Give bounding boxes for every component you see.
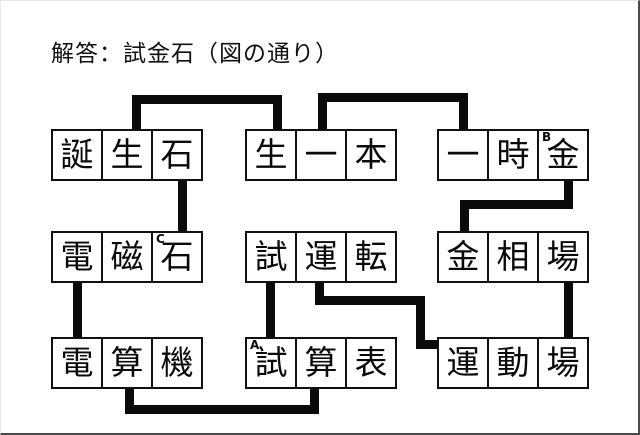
connector-ichi-horz (318, 93, 468, 102)
connector-un-vert-mid (416, 296, 425, 349)
connector-ichi-vert-right (459, 93, 468, 131)
cell-char: 転 (354, 236, 388, 276)
cell-char: 石 (160, 236, 194, 276)
cell-char: 表 (354, 342, 388, 382)
cell-char: 電 (60, 236, 94, 276)
cell-char: 場 (546, 342, 580, 382)
cell-char: 動 (496, 342, 530, 382)
cell-char: 石 (160, 134, 194, 174)
cell-char: 試 (254, 236, 288, 276)
cell-char: 運 (446, 342, 480, 382)
connector-ba-vert (564, 283, 573, 337)
cell-r1w1c1[interactable]: 誕 (51, 129, 103, 181)
word-kinsouba[interactable]: 金 相 場 (437, 231, 589, 283)
word-shiunten[interactable]: 試 運 転 (245, 231, 397, 283)
cell-r1w2c3[interactable]: 本 (345, 129, 397, 181)
word-tanjouseki[interactable]: 誕 生 石 (51, 129, 203, 181)
cell-char: 運 (304, 236, 338, 276)
cell-r1w2c2[interactable]: 一 (295, 129, 347, 181)
cell-r3w2c3[interactable]: 表 (345, 337, 397, 389)
cell-r3w1c1[interactable]: 電 (51, 337, 103, 389)
cell-char: 生 (254, 134, 288, 174)
cell-r3w1c3[interactable]: 機 (151, 337, 203, 389)
cell-r2w3c3[interactable]: 場 (537, 231, 589, 283)
connector-sei-vert-left (132, 95, 141, 131)
cell-r2w2c3[interactable]: 転 (345, 231, 397, 283)
cell-char: 算 (304, 342, 338, 382)
cell-char: 金 (546, 134, 580, 174)
cell-char: 時 (496, 134, 530, 174)
cell-r3w3c2[interactable]: 動 (487, 337, 539, 389)
cell-r2w1c2[interactable]: 磁 (101, 231, 153, 283)
cell-char: 機 (160, 342, 194, 382)
answer-title: 解答：試金石（図の通り） (51, 41, 339, 67)
connector-un-horz-mid (315, 296, 425, 305)
cell-char: 相 (496, 236, 530, 276)
connector-san-vert-left (125, 389, 134, 414)
word-densanki[interactable]: 電 算 機 (51, 337, 203, 389)
clue-letter-b: B (542, 130, 552, 144)
connector-san-vert-right (310, 389, 319, 414)
cell-char: 誕 (60, 134, 94, 174)
cell-r2w3c2[interactable]: 相 (487, 231, 539, 283)
connector-shi-vert (266, 283, 275, 337)
cell-r1w1c2[interactable]: 生 (101, 129, 153, 181)
cell-char: 電 (60, 342, 94, 382)
connector-kin-horz (460, 200, 573, 209)
cell-r3w2c2[interactable]: 算 (295, 337, 347, 389)
connector-sei-horz (132, 95, 282, 104)
cell-char: 算 (110, 342, 144, 382)
connector-kin-vert-bot (460, 200, 469, 231)
cell-r1w3c2[interactable]: 時 (487, 129, 539, 181)
cell-r1w3c1[interactable]: 一 (437, 129, 489, 181)
cell-r2w2c1[interactable]: 試 (245, 231, 297, 283)
connector-kin-vert-top (564, 177, 573, 209)
connector-sei-vert-right (273, 95, 282, 131)
connector-ichi-vert-left (318, 93, 327, 131)
cell-r2w2c2[interactable]: 運 (295, 231, 347, 283)
cell-char: 一 (304, 134, 338, 174)
cell-r2w3c1[interactable]: 金 (437, 231, 489, 283)
clue-letter-c: C (156, 232, 165, 246)
cell-r2w1c1[interactable]: 電 (51, 231, 103, 283)
cell-r1w1c3[interactable]: 石 (151, 129, 203, 181)
word-undoujou[interactable]: 運 動 場 (437, 337, 589, 389)
word-kiippon[interactable]: 生 一 本 (245, 129, 397, 181)
cell-char: 金 (446, 236, 480, 276)
cell-char: 生 (110, 134, 144, 174)
connector-seki-vert (178, 177, 187, 231)
cell-r1w2c1[interactable]: 生 (245, 129, 297, 181)
cell-char: 一 (446, 134, 480, 174)
cell-r3w3c1[interactable]: 運 (437, 337, 489, 389)
cell-char: 場 (546, 236, 580, 276)
connector-den-vert (73, 283, 82, 337)
cell-char: 磁 (110, 236, 144, 276)
connector-un-horz-bot (416, 340, 454, 349)
connector-un-vert-top (315, 283, 324, 305)
cell-char: 試 (254, 342, 288, 382)
cell-char: 本 (354, 134, 388, 174)
cell-r3w3c3[interactable]: 場 (537, 337, 589, 389)
cell-r3w1c2[interactable]: 算 (101, 337, 153, 389)
clue-letter-a: A (250, 338, 260, 352)
connector-san-horz (125, 405, 319, 414)
